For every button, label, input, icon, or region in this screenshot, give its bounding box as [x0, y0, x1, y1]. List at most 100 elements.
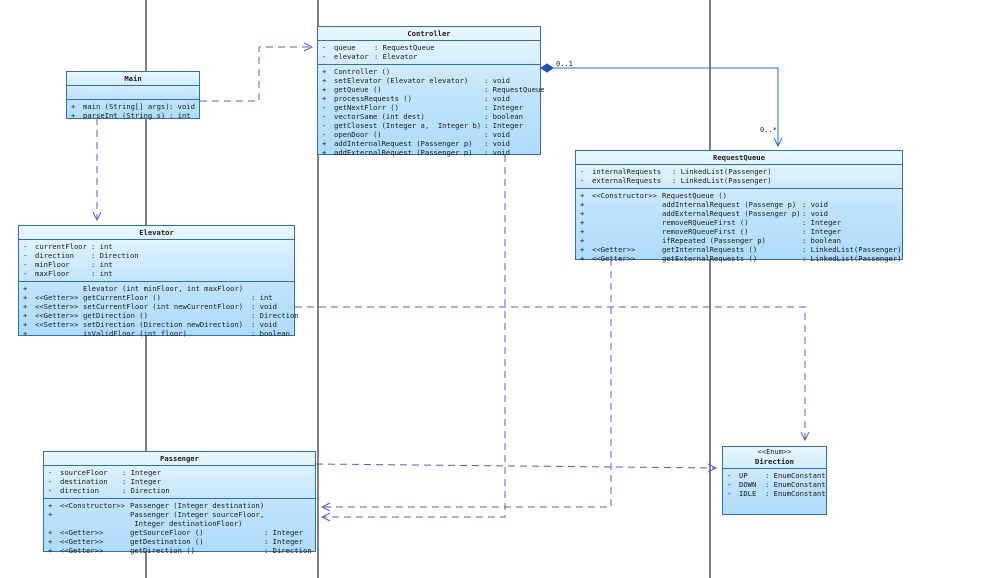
operation-row[interactable]: -openDoor (): void: [322, 130, 536, 139]
member-type: : void: [251, 302, 277, 311]
visibility-marker: +: [48, 501, 53, 510]
member-name: addExternalRequest (Passenger p): [662, 209, 801, 218]
operation-row[interactable]: -getNextFlorr (): Integer: [322, 103, 536, 112]
operation-row[interactable]: +<<Getter>>getCurrentFloor (): int: [23, 293, 290, 302]
member-type: : Integer: [484, 103, 523, 112]
operation-row[interactable]: +<<Setter>>setDirection (Direction newDi…: [23, 320, 290, 329]
operation-row[interactable]: +removeRQueueFirst (): Integer: [580, 218, 898, 227]
attribute-row[interactable]: -internalRequests: LinkedList(Passenger): [580, 167, 898, 176]
attribute-row[interactable]: -direction: Direction: [48, 486, 311, 495]
member-type: : EnumConstant: [765, 471, 826, 480]
class-name: Passenger: [44, 452, 315, 466]
operation-row[interactable]: +Controller (): [322, 67, 536, 76]
member-type: : int: [91, 269, 113, 278]
enum-stereotype: <<Enum>>: [757, 448, 792, 456]
operation-row[interactable]: -vectorSame (int dest): boolean: [322, 112, 536, 121]
member-name: getSourceFloor (): [130, 528, 204, 537]
member-name: getClosest (Integer a, Integer b): [334, 121, 482, 130]
member-name: elevator: [334, 52, 369, 61]
operation-row[interactable]: +<<Getter>>getDestination (): Integer: [48, 537, 311, 546]
visibility-marker: -: [48, 468, 53, 477]
attribute-row[interactable]: -maxFloor: int: [23, 269, 290, 278]
operation-row[interactable]: +setElevator (Elevator elevator): void: [322, 76, 536, 85]
operation-row[interactable]: +<<Getter>>getDirection (): Direction: [23, 311, 299, 320]
class-passenger[interactable]: Passenger -sourceFloor: Integer-destinat…: [43, 451, 316, 555]
operation-row[interactable]: +<<Constructor>>RequestQueue (): [580, 191, 898, 200]
attribute-row[interactable]: -minFloor: int: [23, 260, 290, 269]
attribute-row[interactable]: -queue: RequestQueue: [322, 43, 536, 52]
operation-row[interactable]: +addExternalRequest (Passenger p): void: [580, 209, 898, 218]
member-name: Passenger (Integer sourceFloor, Integer …: [130, 510, 265, 528]
member-type: : void: [251, 320, 277, 329]
attributes-section: -currentFloor: int-direction: Direction-…: [19, 240, 294, 282]
stereotype-label: <<Constructor>>: [60, 501, 125, 510]
operation-row[interactable]: +<<Getter>>getSourceFloor (): Integer: [48, 528, 311, 537]
operation-row[interactable]: +<<Constructor>>Passenger (Integer desti…: [48, 501, 311, 510]
operation-row[interactable]: +addExternalRequest (Passenger p): void: [322, 148, 536, 157]
member-type: : Integer: [484, 121, 523, 130]
visibility-marker: -: [322, 130, 327, 139]
attributes-section: -queue: RequestQueue-elevator: Elevator: [318, 41, 540, 65]
operation-row[interactable]: +<<Setter>>setCurrentFloor (int newCurre…: [23, 302, 290, 311]
attribute-row[interactable]: -elevator: Elevator: [322, 52, 536, 61]
operation-row[interactable]: +ifRepeated (Passenger p): boolean: [580, 236, 898, 245]
attribute-row[interactable]: -direction: Direction: [23, 251, 290, 260]
enum-direction[interactable]: <<Enum>> Direction -UP: EnumConstant-DOW…: [722, 446, 827, 515]
visibility-marker: -: [23, 251, 28, 260]
member-name: vectorSame (int dest): [334, 112, 425, 121]
attribute-row[interactable]: -externalRequests: LinkedList(Passenger): [580, 176, 898, 185]
visibility-marker: +: [580, 227, 585, 236]
member-name: IDLE: [739, 489, 757, 498]
operation-row[interactable]: +<<Getter>>getDirection (): Direction: [48, 546, 312, 555]
member-type: : int: [91, 260, 113, 269]
member-type: : Direction: [264, 546, 312, 555]
operation-row[interactable]: +getQueue (): RequestQueue: [322, 85, 545, 94]
operation-row[interactable]: +Passenger (Integer sourceFloor, Integer…: [48, 510, 311, 528]
attribute-row[interactable]: -currentFloor: int: [23, 242, 290, 251]
member-name: ifRepeated (Passenger p): [662, 236, 766, 245]
class-elevator[interactable]: Elevator -currentFloor: int-direction: D…: [18, 225, 299, 338]
operation-row[interactable]: +isValidFloor (int floor): boolean: [23, 329, 290, 338]
class-main[interactable]: Main +main (String[] args): void+parseIn…: [66, 71, 200, 120]
visibility-marker: +: [48, 546, 53, 555]
member-type: : void: [484, 148, 510, 157]
operation-row[interactable]: +Elevator (int minFloor, int maxFloor): [23, 284, 290, 293]
operation-row[interactable]: +<<Getter>>getInternalRequests (): Linke…: [580, 245, 902, 254]
visibility-marker: -: [48, 477, 53, 486]
visibility-marker: +: [580, 200, 585, 209]
visibility-marker: +: [580, 245, 585, 254]
stereotype-label: <<Constructor>>: [592, 191, 657, 200]
dependency-queue-passenger: [322, 259, 612, 508]
attribute-row[interactable]: -destination: Integer: [48, 477, 311, 486]
attribute-row[interactable]: -sourceFloor: Integer: [48, 468, 311, 477]
member-name: openDoor (): [334, 130, 382, 139]
visibility-marker: -: [580, 176, 585, 185]
multiplicity-controller: 0..1: [556, 60, 573, 68]
operation-row[interactable]: +<<Getter>>getExternalRequests (): Linke…: [580, 254, 902, 263]
operation-row[interactable]: +addInternalRequest (Passenger p): void: [322, 139, 536, 148]
member-name: currentFloor: [35, 242, 87, 251]
member-name: RequestQueue (): [662, 191, 727, 200]
member-name: getInternalRequests (): [662, 245, 758, 254]
operation-row[interactable]: +removeRQueueFirst (): Integer: [580, 227, 898, 236]
member-type: : Integer: [264, 537, 303, 546]
arrowhead-passenger-b: [320, 502, 331, 512]
operations-section: + <<Constructor>> RequestQueue () + addInter…: [576, 189, 902, 266]
enum-literal-row[interactable]: -DOWN: EnumConstant: [727, 480, 826, 489]
operation-row[interactable]: -getClosest (Integer a, Integer b): Inte…: [322, 121, 536, 130]
member-name: addInternalRequest (Passenge p): [662, 200, 797, 209]
member-name: maxFloor: [35, 269, 70, 278]
visibility-marker: -: [322, 112, 327, 121]
visibility-marker: -: [727, 489, 732, 498]
class-controller[interactable]: Controller -queue: RequestQueue-elevator…: [317, 26, 545, 157]
enum-literal-row[interactable]: -UP: EnumConstant: [727, 471, 826, 480]
member-name: main (String[] args): [83, 102, 170, 111]
class-requestqueue[interactable]: RequestQueue -internalRequests: LinkedLi…: [575, 150, 903, 263]
member-type: : RequestQueue: [484, 85, 545, 94]
operation-row[interactable]: +main (String[] args): void: [71, 102, 195, 111]
operation-row[interactable]: +parseInt (String s): int: [71, 111, 195, 120]
operation-row[interactable]: +processRequests (): void: [322, 94, 536, 103]
stereotype-label: <<Getter>>: [60, 546, 104, 555]
enum-literal-row[interactable]: -IDLE: EnumConstant: [727, 489, 826, 498]
operation-row[interactable]: +addInternalRequest (Passenge p): void: [580, 200, 898, 209]
